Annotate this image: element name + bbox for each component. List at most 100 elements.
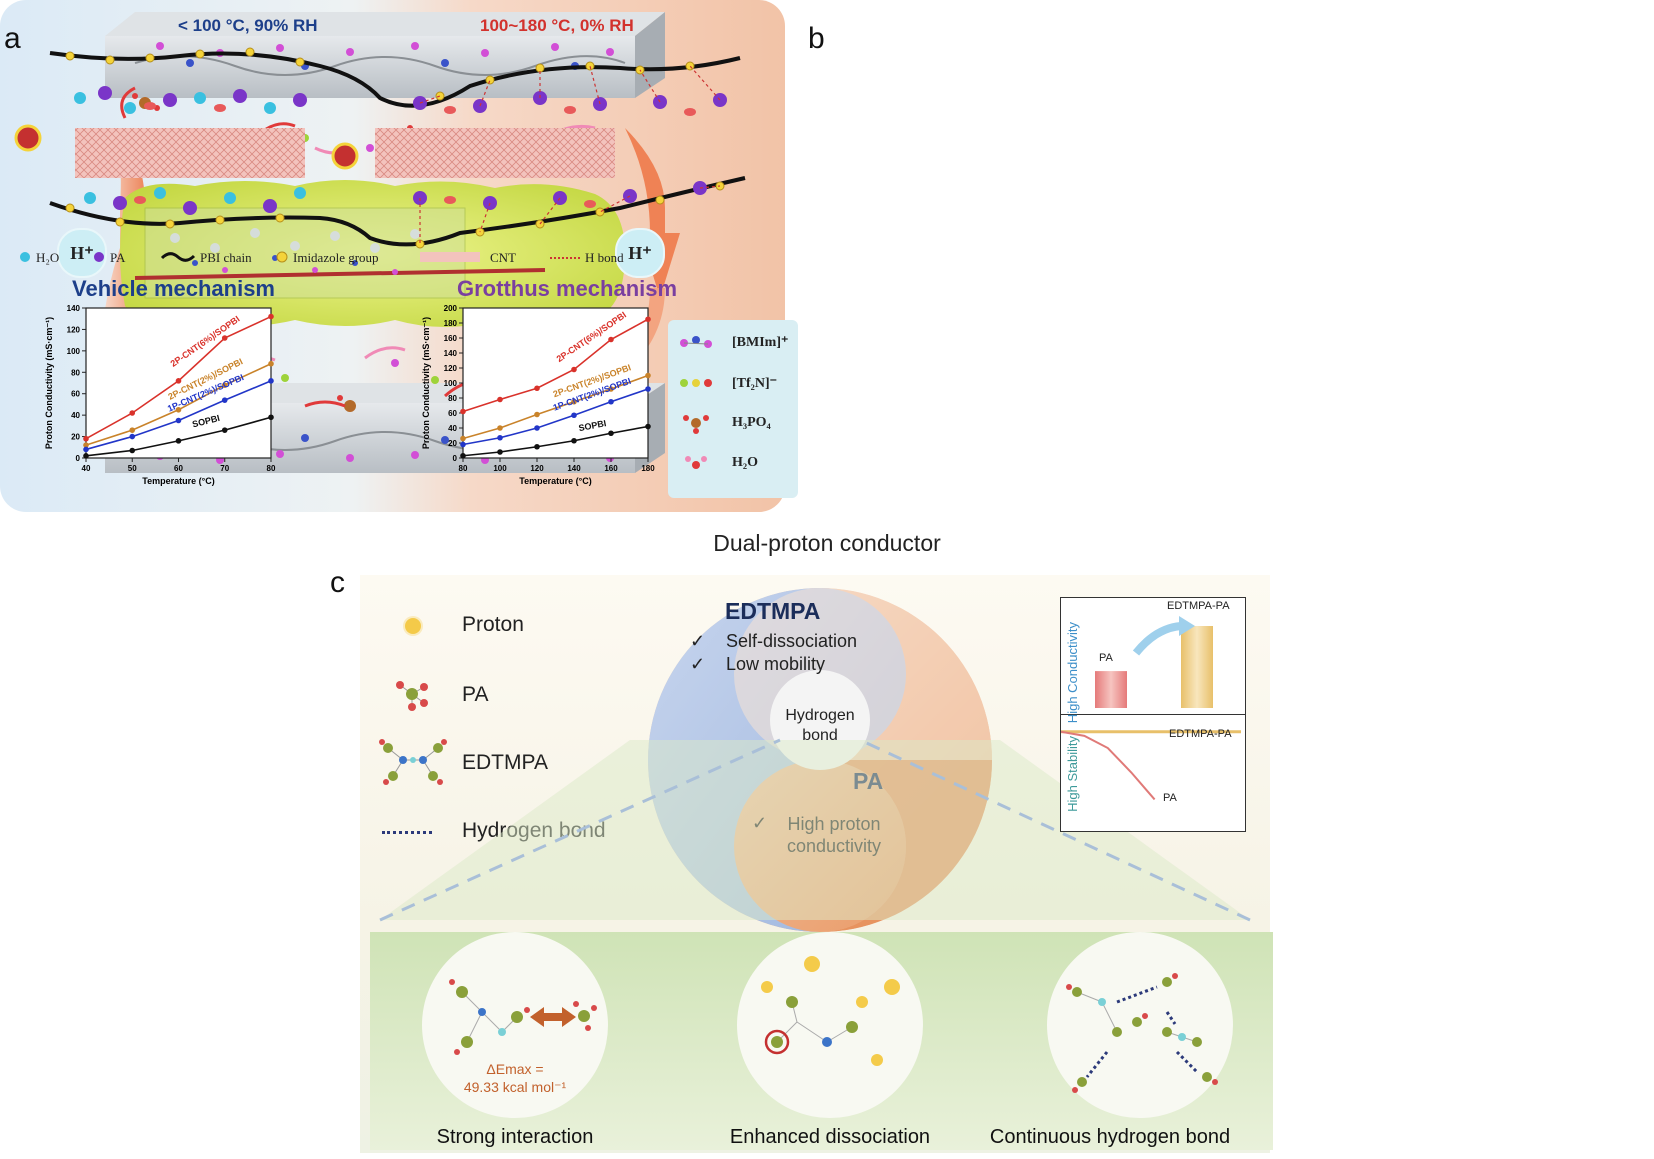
left-condition-title: < 100 °C, 90% RH — [178, 16, 318, 35]
y-tick-label: 120 — [444, 364, 458, 373]
x-tick-label: 100 — [493, 464, 507, 473]
y-tick-label: 200 — [444, 304, 458, 313]
tf2n-molecule-icon — [676, 372, 716, 394]
legend-label-h2o: H₂O — [732, 455, 758, 470]
legend-edtmpa-label: EDTMPA — [462, 751, 548, 774]
series-line — [462, 388, 649, 446]
strong-interaction-molecules — [449, 979, 597, 1055]
y-tick-label: 80 — [448, 394, 457, 403]
data-point — [83, 442, 89, 448]
data-point — [268, 414, 274, 421]
data-point — [175, 417, 182, 424]
continuous-hbond-molecules — [1066, 973, 1218, 1093]
bmim-molecule-icon — [676, 332, 716, 354]
data-point — [175, 406, 182, 413]
delta-e-annotation: ΔEmax = 49.33 kcal mol⁻¹ — [422, 1060, 608, 1096]
center-hydrogen-bond-label: Hydrogen bond — [760, 706, 880, 746]
proton-icon — [402, 615, 424, 637]
circle-strong-interaction: ΔEmax = 49.33 kcal mol⁻¹ — [422, 932, 608, 1118]
y-tick-label: 140 — [444, 349, 458, 358]
legend-imidazole-label: Imidazole group — [293, 250, 379, 265]
y-axis-label: Proton Conductivity (mS·cm⁻¹) — [44, 317, 54, 449]
data-point — [608, 386, 614, 392]
pa-molecule-icon — [392, 677, 432, 711]
circle-enhanced-dissociation — [737, 932, 923, 1118]
legend-label-bmim: [BMIm]⁺ — [732, 335, 789, 350]
y-tick-label: 120 — [67, 325, 81, 334]
enhanced-dissociation-molecules — [761, 956, 900, 1066]
x-tick-label: 80 — [267, 464, 276, 473]
data-point — [534, 443, 540, 450]
phosphoric-acid-molecule-icon — [676, 412, 716, 434]
water-molecule-icon — [676, 452, 716, 474]
legend-h2o-label: H₂O — [36, 250, 60, 265]
data-point — [571, 412, 577, 419]
y-axis-label: Proton Conductivity (mS·cm⁻¹) — [421, 317, 431, 449]
data-point — [460, 452, 466, 459]
bar-label-pa: PA — [1099, 652, 1113, 664]
x-tick-label: 140 — [567, 464, 581, 473]
data-point — [129, 410, 136, 416]
y-tick-label: 20 — [448, 439, 457, 448]
stability-label-edtmpa-pa: EDTMPA-PA — [1169, 728, 1232, 740]
data-point — [175, 438, 182, 444]
legend-water-icon — [18, 250, 32, 262]
mini-charts-divider — [1061, 714, 1245, 715]
y-tick-label: 40 — [448, 424, 457, 433]
y-tick-label: 0 — [453, 454, 458, 463]
grotthus-mechanism-title: Grotthus mechanism — [457, 276, 678, 301]
y-tick-label: 60 — [71, 390, 80, 399]
y-tick-label: 0 — [76, 454, 81, 463]
center-line-1: Hydrogen — [785, 707, 855, 724]
legend-imidazole-icon — [275, 250, 289, 263]
conductivity-bar — [1181, 626, 1213, 708]
data-point — [534, 385, 540, 392]
mini-charts-svg — [1061, 616, 1241, 801]
data-point — [645, 423, 651, 430]
edtmpa-check-1: ✓ — [690, 631, 706, 651]
conductivity-axis-high: High — [1065, 696, 1080, 724]
mini-charts-box: High Conductivity High Stability PA EDTM… — [1060, 597, 1246, 832]
legend-label-tf2n: [Tf₂N]⁻ — [732, 376, 778, 391]
data-point — [83, 453, 89, 459]
data-point — [221, 335, 228, 341]
center-line-2: bond — [802, 727, 838, 744]
data-point — [83, 446, 89, 453]
x-tick-label: 160 — [604, 464, 618, 473]
enhanced-dissociation-label: Enhanced dissociation — [729, 1126, 931, 1148]
data-point — [221, 427, 228, 433]
projection-lines — [379, 738, 1251, 922]
delta-e-line-2: 49.33 kcal mol⁻¹ — [463, 1079, 567, 1095]
y-tick-label: 160 — [444, 334, 458, 343]
data-point — [608, 336, 614, 343]
data-point — [268, 313, 274, 320]
data-point — [268, 360, 274, 367]
conductivity-axis-label: High Conductivity — [1065, 622, 1090, 724]
data-point — [83, 435, 89, 442]
vehicle-mechanism-title: Vehicle mechanism — [72, 276, 275, 301]
x-tick-label: 80 — [459, 464, 468, 473]
hydrogen-bond-icon — [382, 831, 432, 834]
proton-badge-right: H⁺ — [615, 228, 665, 278]
edtmpa-check-2: ✓ — [690, 654, 706, 674]
series-line — [462, 318, 649, 413]
x-tick-label: 60 — [174, 464, 183, 473]
x-axis-label: Temperature (°C) — [142, 476, 214, 486]
stability-axis-label: High Stability — [1065, 736, 1090, 812]
data-point — [645, 386, 651, 392]
panel-letter-b: b — [808, 22, 825, 55]
x-tick-label: 40 — [82, 464, 91, 473]
legend-cnt-icon — [420, 252, 480, 262]
x-tick-label: 50 — [128, 464, 137, 473]
bar-label-edtmpa-pa: EDTMPA-PA — [1167, 600, 1230, 612]
legend-label-h3po4: H₃PO₄ — [732, 415, 771, 430]
plot-frame — [462, 307, 649, 459]
circle-continuous-hydrogen-bond — [1047, 932, 1233, 1118]
panel-a-legend: [BMIm]⁺ [Tf₂N]⁻ H₃PO₄ H₂O — [668, 320, 798, 498]
stability-axis-high: High — [1065, 785, 1080, 812]
data-point — [460, 441, 466, 448]
panel-letter-c: c — [330, 566, 345, 599]
x-tick-label: 180 — [641, 464, 655, 473]
data-point — [608, 430, 614, 437]
edtmpa-item-low-mobility: Low mobility — [726, 654, 826, 674]
